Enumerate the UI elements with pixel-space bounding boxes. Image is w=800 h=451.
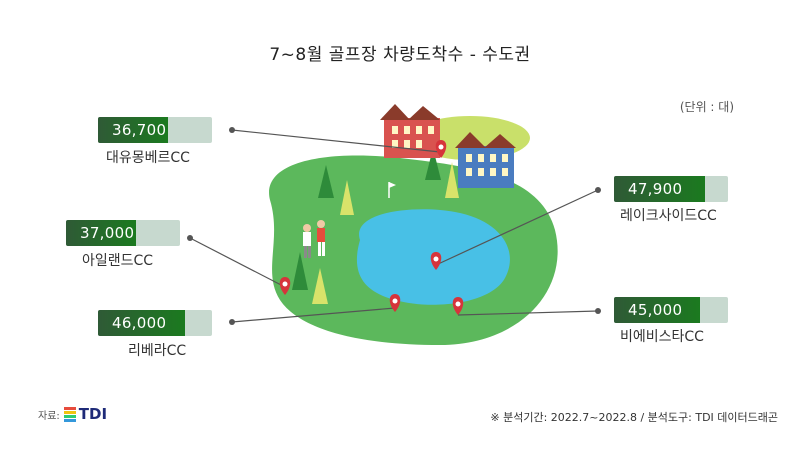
connector-line	[435, 189, 599, 266]
connector-lines	[189, 129, 599, 323]
bar-fill	[66, 220, 137, 246]
value-label: 36,700	[112, 121, 167, 139]
bar-fill	[98, 310, 186, 336]
connector-dots	[187, 127, 601, 325]
course-name-label: 레이크사이드CC	[620, 208, 717, 224]
house-red	[380, 104, 440, 158]
connector-dot	[229, 127, 235, 133]
course-name-label: 대유몽베르CC	[106, 150, 190, 166]
tree-shape	[340, 180, 354, 215]
connector-line	[189, 237, 286, 288]
course-name-label: 아일랜드CC	[82, 253, 154, 269]
tree-shape	[318, 165, 334, 198]
logo-text: TDI	[78, 405, 108, 423]
value-label: 46,000	[112, 314, 167, 332]
value-badge: 46,000	[98, 310, 212, 336]
value-badge: 47,900	[614, 176, 728, 202]
connector-dot	[229, 319, 235, 325]
unit-label: (단위 : 대)	[679, 100, 734, 114]
flag-icon	[389, 182, 396, 188]
source: 자료: TDI	[38, 405, 107, 423]
course-name-label: 리베라CC	[128, 343, 187, 359]
connector-line	[231, 307, 396, 323]
value-badge: 36,700	[98, 117, 212, 143]
course-name-label: 비에비스타CC	[620, 329, 704, 345]
connector-dot	[595, 187, 601, 193]
golfer-figure	[303, 224, 311, 258]
tree-shape	[292, 252, 308, 290]
value-badge: 45,000	[614, 297, 728, 323]
value-label: 45,000	[628, 301, 683, 319]
value-badge: 37,000	[66, 220, 180, 246]
tree-shape	[445, 162, 459, 198]
connector-line	[231, 129, 441, 153]
tree-shape	[425, 148, 441, 180]
footnote: ※ 분석기간: 2022.7~2022.8 / 분석도구: TDI 데이터드래곤	[490, 411, 778, 424]
connector-dot	[187, 235, 193, 241]
logo-bars-icon	[63, 406, 76, 422]
bar-fill	[98, 117, 168, 143]
chart-title: 7~8월 골프장 차량도착수 - 수도권	[269, 45, 531, 65]
tdi-logo: TDI	[63, 405, 108, 423]
bar-fill	[614, 297, 700, 323]
tree-shape	[312, 268, 328, 304]
value-label: 37,000	[80, 224, 135, 242]
golfer-figure	[317, 220, 325, 256]
connector-line	[457, 310, 599, 316]
value-label: 47,900	[628, 180, 683, 198]
house-blue	[455, 132, 516, 188]
connector-dot	[595, 308, 601, 314]
source-label: 자료:	[38, 410, 60, 422]
bar-fill	[614, 176, 705, 202]
